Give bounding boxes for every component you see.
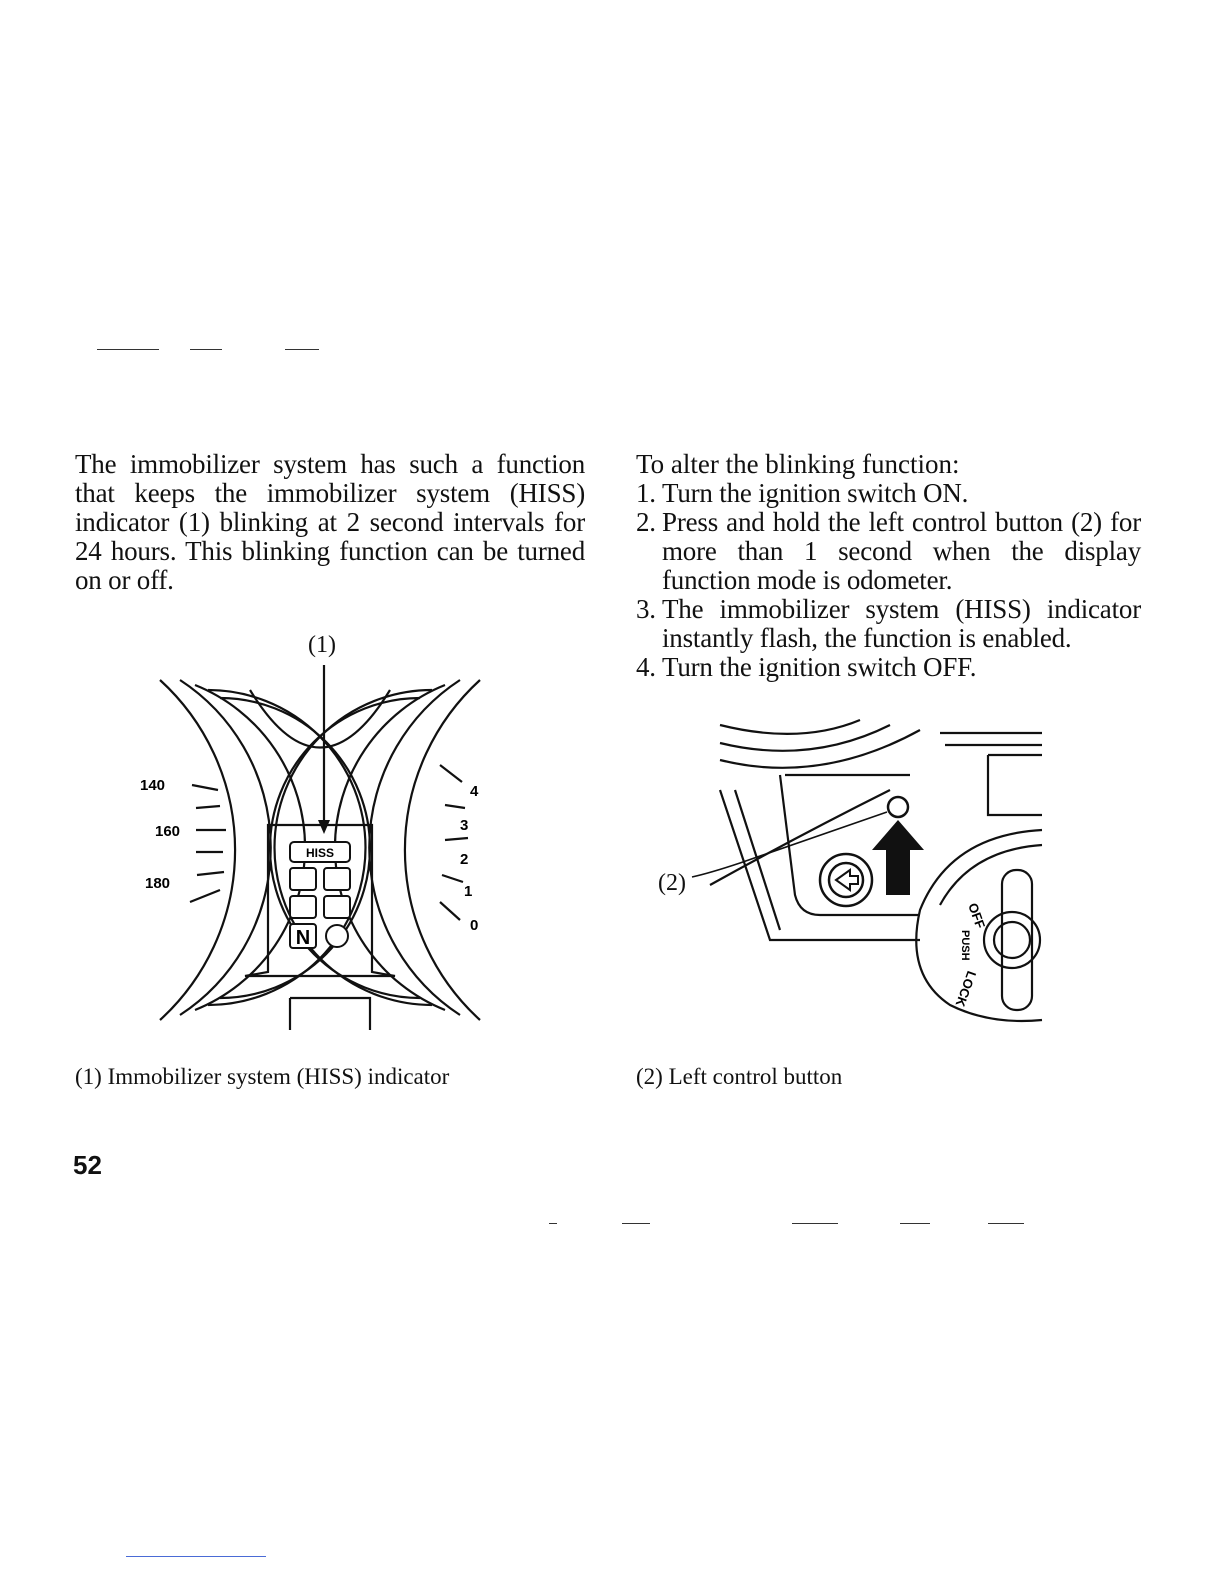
callout-label-2: (2) — [658, 870, 686, 896]
neutral-indicator-label: N — [296, 927, 310, 949]
bottom-rule-5 — [988, 1223, 1024, 1224]
figure-caption-1: (1) Immobilizer system (HISS) indicator — [75, 1064, 450, 1089]
control-button-drawing: OFF PUSH LOCK — [691, 718, 1043, 1023]
intro-paragraph: The immobilizer system has such a functi… — [75, 449, 585, 595]
step-2: 2.Press and hold the left control button… — [636, 507, 1141, 595]
bottom-rule-2 — [622, 1223, 650, 1224]
step-1: 1.Turn the ignition switch ON. — [636, 478, 969, 508]
speedo-tick-160: 160 — [155, 823, 180, 840]
procedure-heading: To alter the blinking function: — [636, 449, 960, 479]
right-column: To alter the blinking function: 1.Turn t… — [636, 450, 1141, 682]
bottom-rule-3 — [792, 1223, 838, 1224]
hiss-indicator-label: HISS — [306, 846, 334, 860]
top-rule-2 — [190, 349, 222, 350]
control-button-figure: (2) OFF PUSH — [650, 715, 1050, 1030]
left-column: The immobilizer system has such a functi… — [75, 450, 585, 595]
bottom-rule-4 — [900, 1223, 930, 1224]
step-3: 3.The immobilizer system (HISS) indicato… — [636, 594, 1141, 653]
tacho-tick-2: 2 — [460, 851, 468, 868]
ignition-label-push: PUSH — [959, 930, 971, 961]
callout-label-1: (1) — [308, 632, 336, 658]
tacho-tick-0: 0 — [470, 917, 478, 934]
tacho-tick-1: 1 — [464, 883, 472, 900]
tacho-tick-4: 4 — [470, 783, 479, 800]
speedo-tick-180: 180 — [145, 875, 170, 892]
instrument-cluster-figure: (1) — [140, 620, 500, 1040]
top-rule-3 — [285, 349, 319, 350]
step-4: 4.Turn the ignition switch OFF. — [636, 652, 977, 682]
bottom-rule-1 — [549, 1223, 557, 1224]
figure-caption-2: (2) Left control button — [636, 1064, 843, 1089]
bottom-link-underline — [126, 1556, 266, 1557]
tacho-tick-3: 3 — [460, 817, 468, 834]
ignition-label-off: OFF — [965, 901, 988, 931]
top-rule-1 — [97, 349, 159, 350]
page-number: 52 — [73, 1150, 102, 1180]
procedure-steps: 1.Turn the ignition switch ON. 2.Press a… — [636, 479, 1141, 682]
ignition-label-lock: LOCK — [952, 969, 979, 1009]
speedo-tick-140: 140 — [140, 777, 165, 794]
instrument-cluster-drawing: HISS N 140 160 180 4 3 2 1 0 — [140, 665, 481, 1030]
